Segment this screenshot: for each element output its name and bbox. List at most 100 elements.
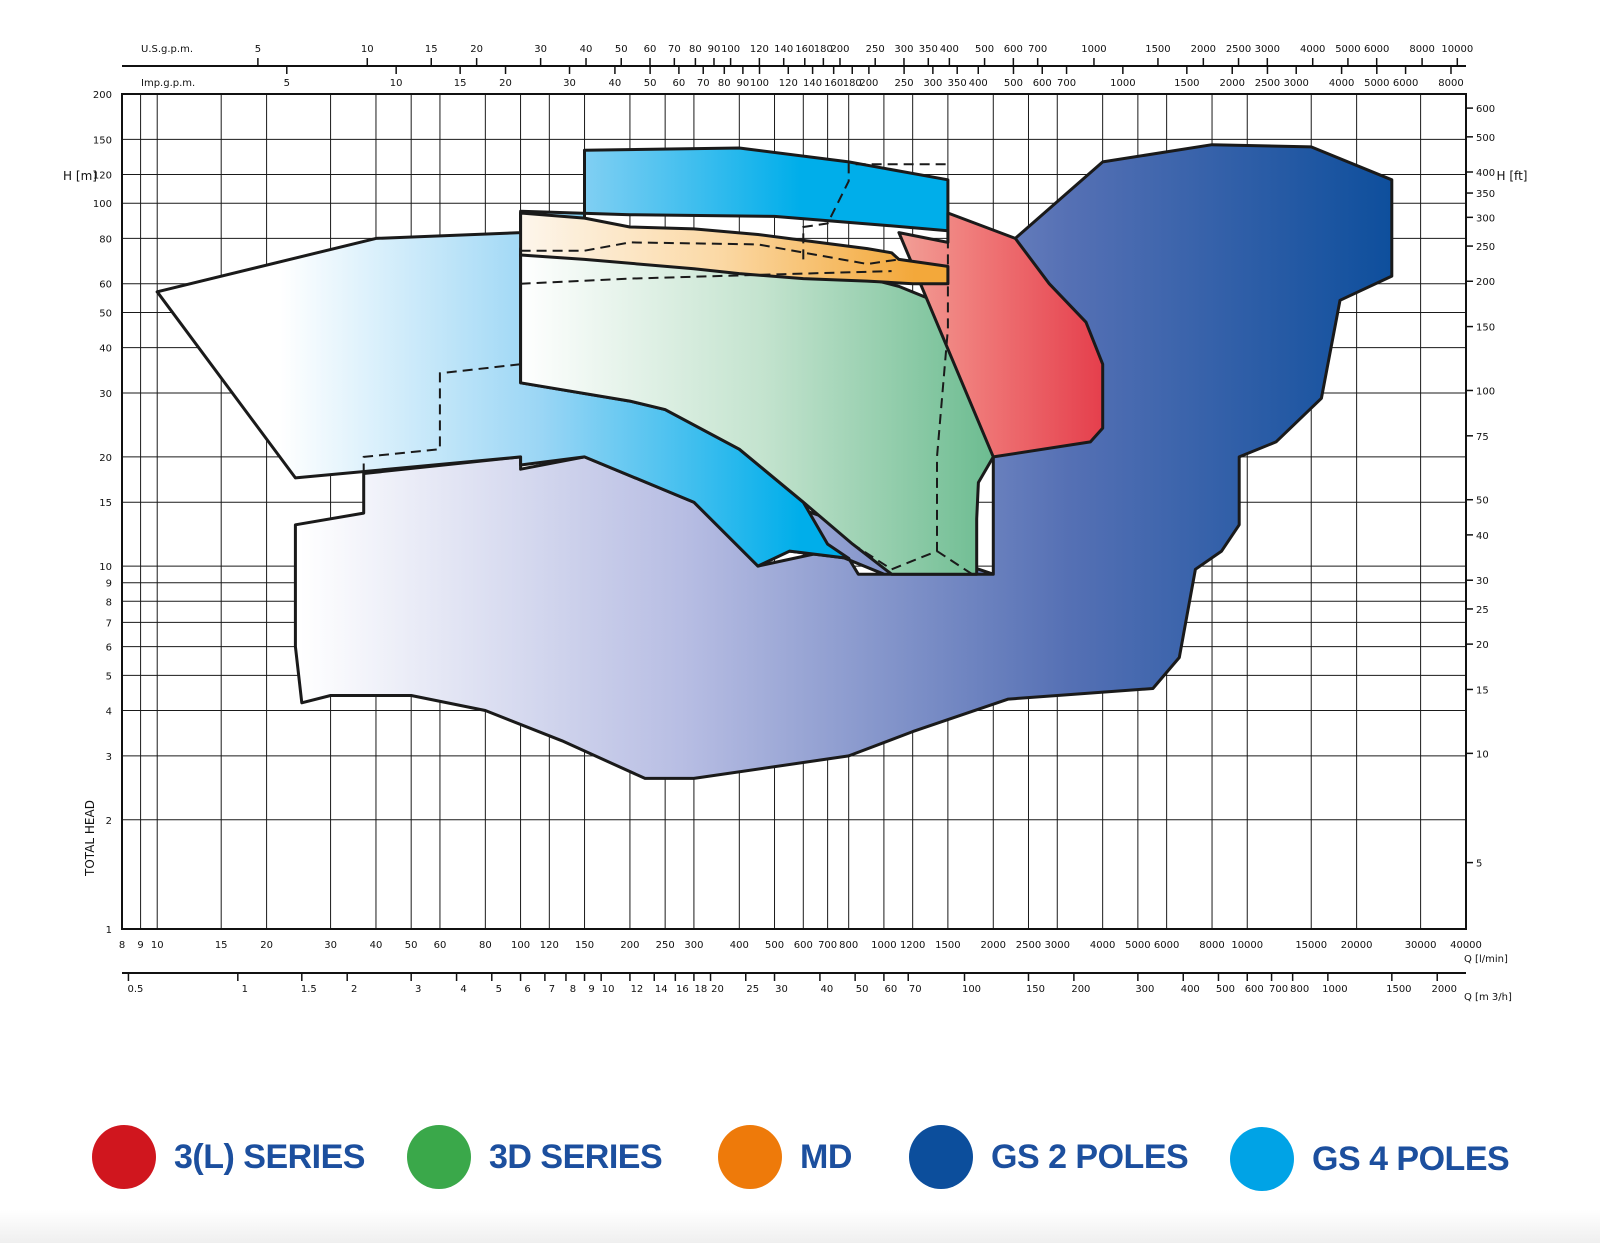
y-tick-label-ft: 40 <box>1476 531 1489 542</box>
axes <box>121 58 1473 981</box>
x-tick-label-m3h: 30 <box>775 984 788 995</box>
y-tick-label-ft: 10 <box>1476 749 1489 760</box>
x-tick-label-usgpm: 60 <box>644 44 657 55</box>
y-tick-label-ft: 200 <box>1476 277 1495 288</box>
x-tick-label-usgpm: 5000 <box>1335 44 1360 55</box>
legend-swatch-green <box>407 1125 471 1189</box>
plot-frame <box>121 93 1467 930</box>
region-3l-series <box>897 211 1105 459</box>
x-tick-label-usgpm: 80 <box>689 44 702 55</box>
x-tick-label-usgpm: 1000 <box>1081 44 1106 55</box>
y-tick-label-m: 80 <box>99 234 112 245</box>
y-tick-label-ft: 250 <box>1476 242 1495 253</box>
x-tick-label-impgpm: 70 <box>697 78 710 89</box>
y-tick-label-m: 15 <box>99 498 112 509</box>
legend-label: MD <box>800 1137 852 1176</box>
x-tick-label-lmin: 2500 <box>1016 940 1041 951</box>
y-tick-label-m: 1 <box>106 925 112 936</box>
x-tick-label-impgpm: 1000 <box>1110 78 1135 89</box>
x-tick-label-m3h: 14 <box>655 984 668 995</box>
x-tick-label-m3h: 800 <box>1290 984 1309 995</box>
y-axis-side-title: TOTAL HEAD <box>83 800 97 877</box>
y-tick-label-ft: 5 <box>1476 859 1482 870</box>
x-tick-label-usgpm: 8000 <box>1409 44 1434 55</box>
x-tick-label-lmin: 8000 <box>1199 940 1224 951</box>
x-tick-label-lmin: 300 <box>684 940 703 951</box>
x-tick-label-m3h: 20 <box>711 984 724 995</box>
x-tick-label-usgpm: 2000 <box>1191 44 1216 55</box>
y-tick-label-m: 50 <box>99 308 112 319</box>
legend-item-3l-series: 3(L) SERIES <box>92 1125 365 1189</box>
x-tick-label-m3h: 1500 <box>1386 984 1411 995</box>
x-tick-label-usgpm: 50 <box>615 44 628 55</box>
x-tick-label-m3h: 2000 <box>1432 984 1457 995</box>
x-tick-label-impgpm: 120 <box>779 78 798 89</box>
y-axis-title-ft: H [ft] <box>1497 169 1528 183</box>
x-tick-label-m3h: 400 <box>1181 984 1200 995</box>
x-tick-label-impgpm: 3000 <box>1283 78 1308 89</box>
legend-item-gs-4-poles: GS 4 POLES <box>1230 1127 1510 1191</box>
x-axis-title-lmin: Q [l/min] <box>1464 954 1508 965</box>
x-tick-label-m3h: 4 <box>460 984 466 995</box>
x-tick-label-impgpm: 5 <box>284 78 290 89</box>
x-tick-label-m3h: 18 <box>695 984 708 995</box>
x-tick-label-impgpm: 10 <box>390 78 403 89</box>
x-tick-label-lmin: 6000 <box>1154 940 1179 951</box>
x-tick-label-lmin: 20 <box>260 940 273 951</box>
y-tick-label-m: 9 <box>106 579 112 590</box>
x-tick-label-m3h: 100 <box>962 984 981 995</box>
series-regions <box>155 143 1394 780</box>
x-tick-label-impgpm: 2000 <box>1220 78 1245 89</box>
x-tick-label-m3h: 1000 <box>1322 984 1347 995</box>
x-tick-label-m3h: 7 <box>549 984 555 995</box>
x-tick-label-usgpm: 70 <box>668 44 681 55</box>
y-tick-label-ft: 50 <box>1476 496 1489 507</box>
impgpm-axis-title: Imp.g.p.m. <box>141 78 195 89</box>
legend-swatch-light-blue <box>1230 1127 1294 1191</box>
x-tick-label-lmin: 8 <box>119 940 125 951</box>
x-tick-label-m3h: 600 <box>1245 984 1264 995</box>
y-tick-label-ft: 300 <box>1476 213 1495 224</box>
x-tick-label-usgpm: 700 <box>1028 44 1047 55</box>
x-tick-label-impgpm: 180 <box>843 78 862 89</box>
x-tick-label-m3h: 500 <box>1216 984 1235 995</box>
y-tick-label-m: 3 <box>106 752 112 763</box>
x-tick-label-impgpm: 4000 <box>1329 78 1354 89</box>
x-tick-label-lmin: 400 <box>730 940 749 951</box>
x-tick-label-m3h: 60 <box>885 984 898 995</box>
dashed-boundary <box>362 363 521 474</box>
y-tick-label-ft: 30 <box>1476 576 1489 587</box>
x-tick-label-impgpm: 50 <box>644 78 657 89</box>
dashed-boundary <box>936 550 973 576</box>
x-tick-label-m3h: 0.5 <box>127 984 143 995</box>
x-tick-label-lmin: 2000 <box>981 940 1006 951</box>
x-tick-label-lmin: 50 <box>405 940 418 951</box>
legend-label: GS 2 POLES <box>991 1137 1189 1176</box>
dashed-boundaries <box>362 163 973 576</box>
x-tick-label-m3h: 6 <box>524 984 530 995</box>
x-tick-label-usgpm: 600 <box>1004 44 1023 55</box>
x-tick-label-usgpm: 30 <box>534 44 547 55</box>
x-tick-label-lmin: 30 <box>324 940 337 951</box>
y-tick-label-ft: 15 <box>1476 685 1489 696</box>
x-tick-label-usgpm: 180 <box>814 44 833 55</box>
x-tick-label-usgpm: 10 <box>361 44 374 55</box>
x-tick-label-m3h: 10 <box>602 984 615 995</box>
x-tick-label-impgpm: 90 <box>737 78 750 89</box>
x-tick-label-impgpm: 15 <box>454 78 467 89</box>
y-tick-label-m: 5 <box>106 671 112 682</box>
legend-label: GS 4 POLES <box>1312 1139 1510 1178</box>
x-tick-label-usgpm: 500 <box>975 44 994 55</box>
x-tick-label-usgpm: 250 <box>866 44 885 55</box>
x-tick-label-m3h: 50 <box>856 984 869 995</box>
legend-item-md: MD <box>718 1125 852 1189</box>
x-tick-label-usgpm: 5 <box>255 44 261 55</box>
legend-swatch-orange <box>718 1125 782 1189</box>
x-tick-label-m3h: 25 <box>746 984 759 995</box>
x-tick-label-impgpm: 350 <box>948 78 967 89</box>
x-tick-label-m3h: 8 <box>570 984 576 995</box>
y-tick-label-ft: 350 <box>1476 189 1495 200</box>
x-tick-label-m3h: 9 <box>588 984 594 995</box>
x-tick-label-lmin: 200 <box>620 940 639 951</box>
